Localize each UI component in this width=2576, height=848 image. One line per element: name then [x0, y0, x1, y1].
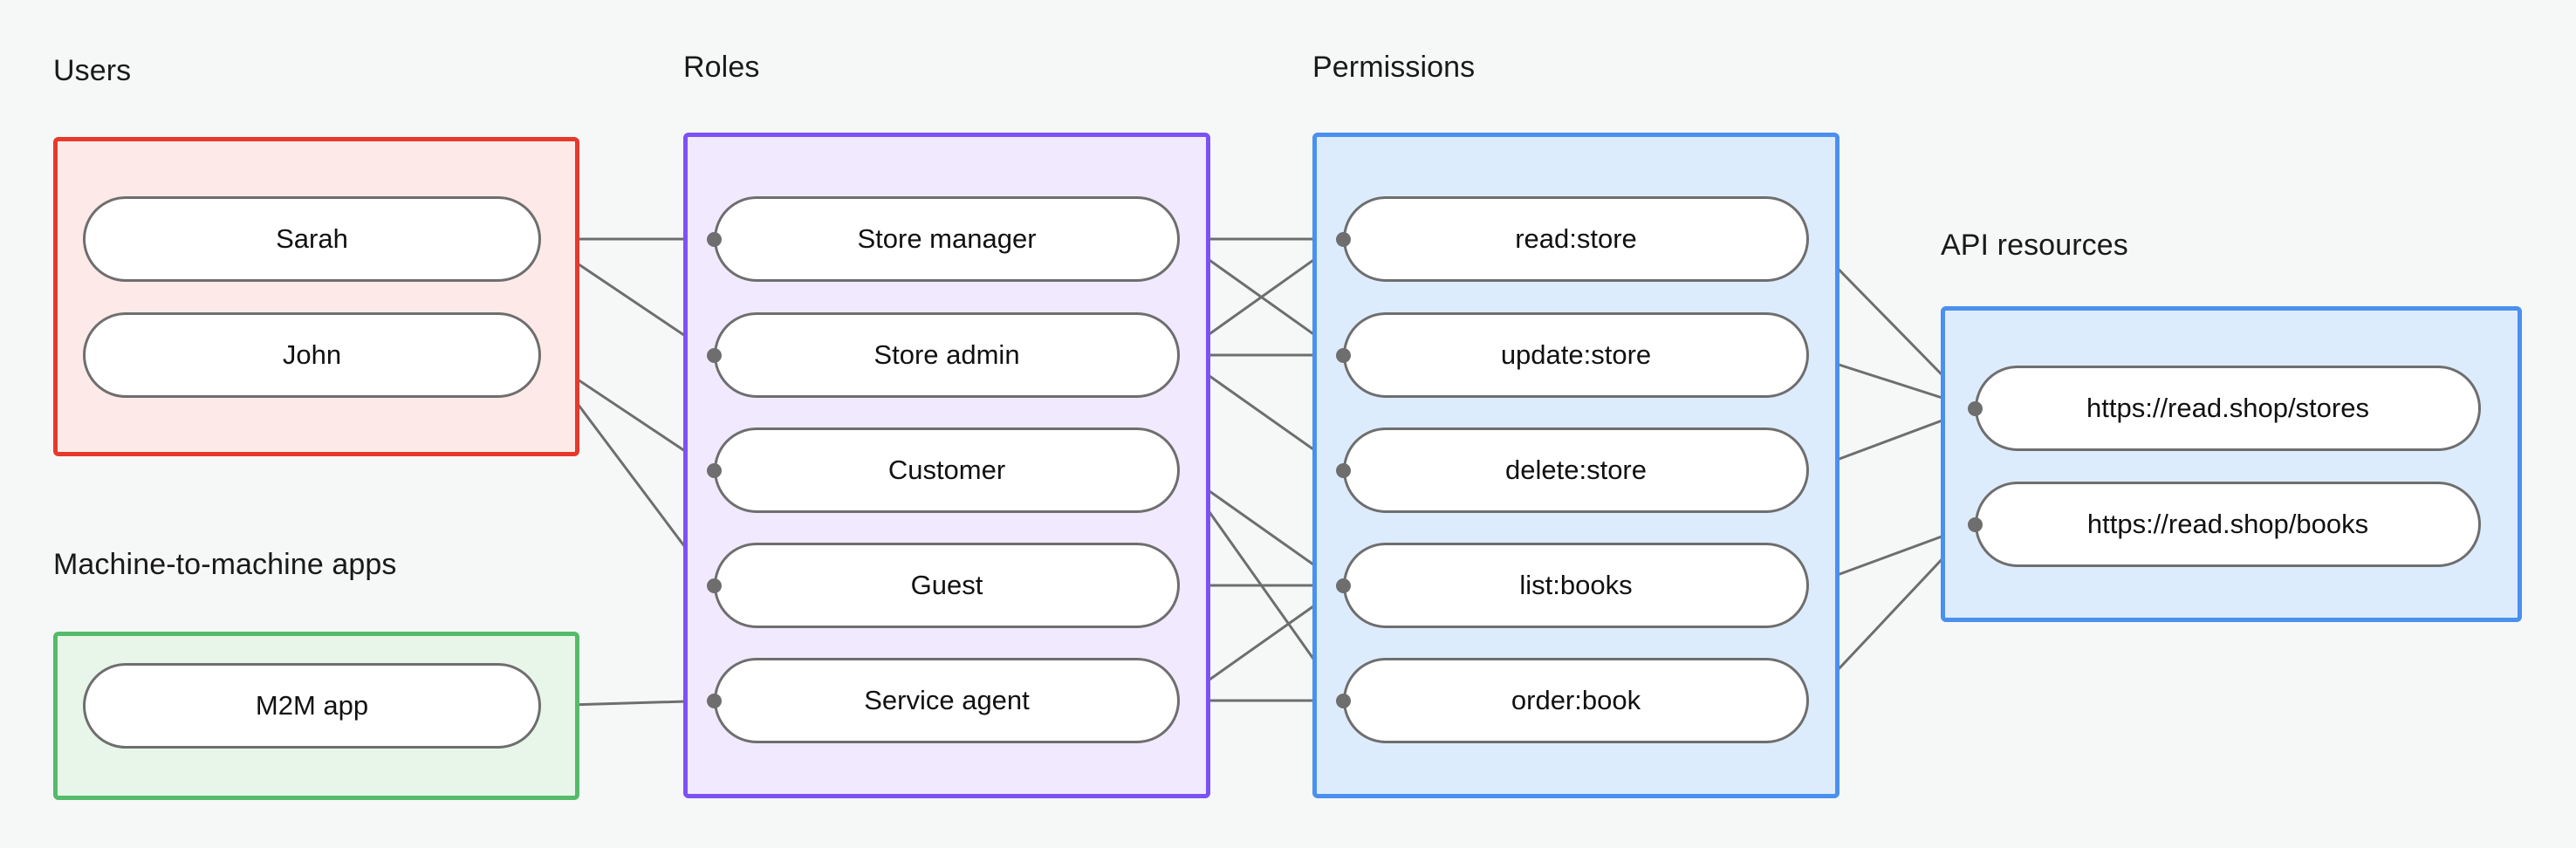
node-delete-store[interactable]: delete:store [1343, 427, 1809, 513]
node-res-books[interactable]: https://read.shop/books [1975, 482, 2481, 567]
group-label-permissions: Permissions [1312, 51, 1476, 84]
port-guest [706, 578, 722, 593]
port-res-books [1967, 516, 1983, 532]
group-box-resources [1941, 306, 2522, 622]
port-order-book [1335, 693, 1351, 708]
node-store-admin[interactable]: Store admin [714, 312, 1180, 398]
port-customer [706, 462, 722, 478]
group-box-users [53, 137, 579, 456]
node-john[interactable]: John [83, 312, 541, 398]
node-order-book[interactable]: order:book [1343, 658, 1809, 743]
node-res-stores[interactable]: https://read.shop/stores [1975, 366, 2481, 451]
node-sarah[interactable]: Sarah [83, 196, 541, 282]
port-update-store [1335, 347, 1351, 363]
node-guest[interactable]: Guest [714, 543, 1180, 628]
port-read-store [1335, 231, 1351, 247]
node-customer[interactable]: Customer [714, 427, 1180, 513]
port-store-manager [706, 231, 722, 247]
group-label-m2m: Machine-to-machine apps [53, 548, 397, 581]
group-label-users: Users [53, 54, 132, 87]
node-store-manager[interactable]: Store manager [714, 196, 1180, 282]
group-label-resources: API resources [1941, 229, 2128, 262]
port-res-stores [1967, 400, 1983, 416]
port-delete-store [1335, 462, 1351, 478]
node-m2mapp[interactable]: M2M app [83, 663, 541, 749]
node-update-store[interactable]: update:store [1343, 312, 1809, 398]
node-list-books[interactable]: list:books [1343, 543, 1809, 628]
port-service-agent [706, 693, 722, 708]
node-read-store[interactable]: read:store [1343, 196, 1809, 282]
port-list-books [1335, 578, 1351, 593]
node-service-agent[interactable]: Service agent [714, 658, 1180, 743]
group-label-roles: Roles [683, 51, 760, 84]
port-store-admin [706, 347, 722, 363]
